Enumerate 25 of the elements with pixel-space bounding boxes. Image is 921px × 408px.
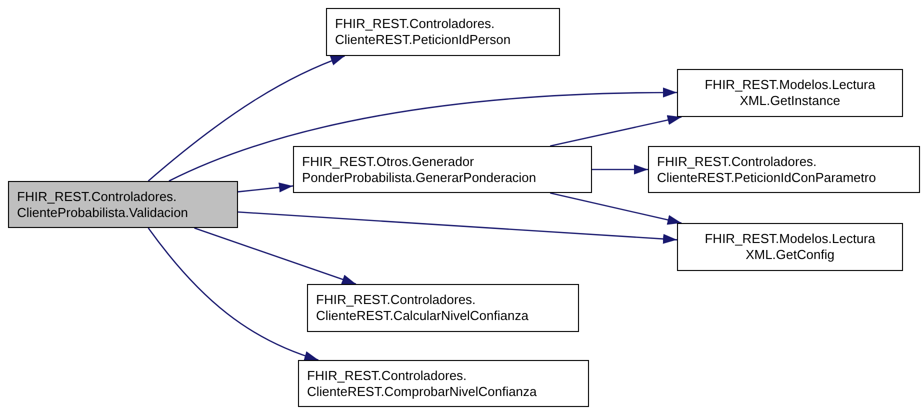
call-arrow: [550, 192, 682, 225]
function-name: FHIR_REST.Controladores. ClienteREST.CalcularNivelConfianza: [316, 292, 530, 324]
call-arrow: [148, 228, 319, 361]
function-box: [293, 146, 592, 193]
function-box: [326, 8, 560, 56]
function-name: FHIR_REST.Modelos.Lectura XML.GetConfig: [704, 231, 876, 263]
call-arrow: [194, 227, 356, 285]
function-name: FHIR_REST.Otros.Generador PonderProbabilista.GenerarPonderacion: [302, 154, 538, 186]
function-box: [307, 284, 579, 332]
call-arrow: [168, 88, 677, 182]
function-name: FHIR_REST.Controladores. ClienteProbabilista.Validacion: [17, 188, 190, 220]
function-name: FHIR_REST.Controladores. ClienteREST.PeticionIdPerson: [335, 16, 512, 48]
function-box: [677, 69, 903, 117]
function-name: FHIR_REST.Controladores. ClienteREST.PeticionIdConParametro: [657, 154, 877, 186]
call-arrow: [238, 211, 678, 244]
call-arrow: [148, 55, 345, 182]
function-name: FHIR_REST.Modelos.Lectura XML.GetInstance: [704, 77, 876, 109]
function-box: [8, 181, 238, 228]
call-arrow: [550, 115, 682, 147]
function-name: FHIR_REST.Controladores. ClienteREST.ComprobarNivelConfianza: [307, 368, 538, 400]
function-box: [677, 223, 903, 271]
function-box: [298, 360, 589, 407]
call-arrow: [592, 164, 648, 174]
call-arrow: [238, 182, 294, 192]
function-box: [648, 146, 920, 193]
